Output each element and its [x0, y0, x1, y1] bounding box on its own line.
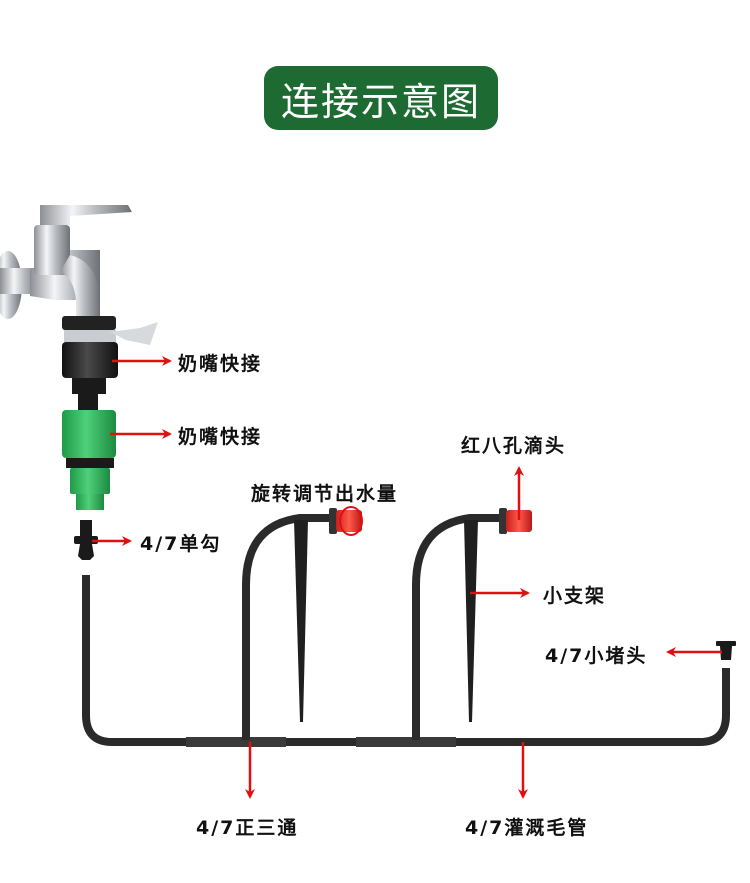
label-end-plug: 4/7小堵头	[545, 645, 648, 667]
label-single-barb: 4/7单勾	[140, 533, 222, 555]
label-green-connector: 奶嘴快接	[178, 426, 263, 448]
dripper-assembly-2	[412, 508, 532, 740]
label-red-dripper: 红八孔滴头	[461, 435, 567, 457]
label-tee: 4/7正三通	[196, 817, 299, 839]
green-quick-connector	[62, 392, 116, 510]
faucet-quick-connector	[62, 316, 158, 394]
label-stake: 小支架	[543, 585, 607, 607]
label-faucet-connector: 奶嘴快接	[178, 353, 263, 375]
annotation-arrows	[92, 356, 722, 799]
dripper-assembly-1	[242, 506, 363, 740]
tee-fittings	[186, 737, 456, 747]
end-plug	[716, 641, 736, 660]
page-title: 连接示意图	[280, 79, 481, 124]
label-capillary-tube: 4/7灌溉毛管	[465, 817, 589, 839]
title-badge: 连接示意图	[264, 66, 498, 130]
faucet	[0, 205, 132, 319]
label-adjust-flow: 旋转调节出水量	[251, 483, 399, 505]
